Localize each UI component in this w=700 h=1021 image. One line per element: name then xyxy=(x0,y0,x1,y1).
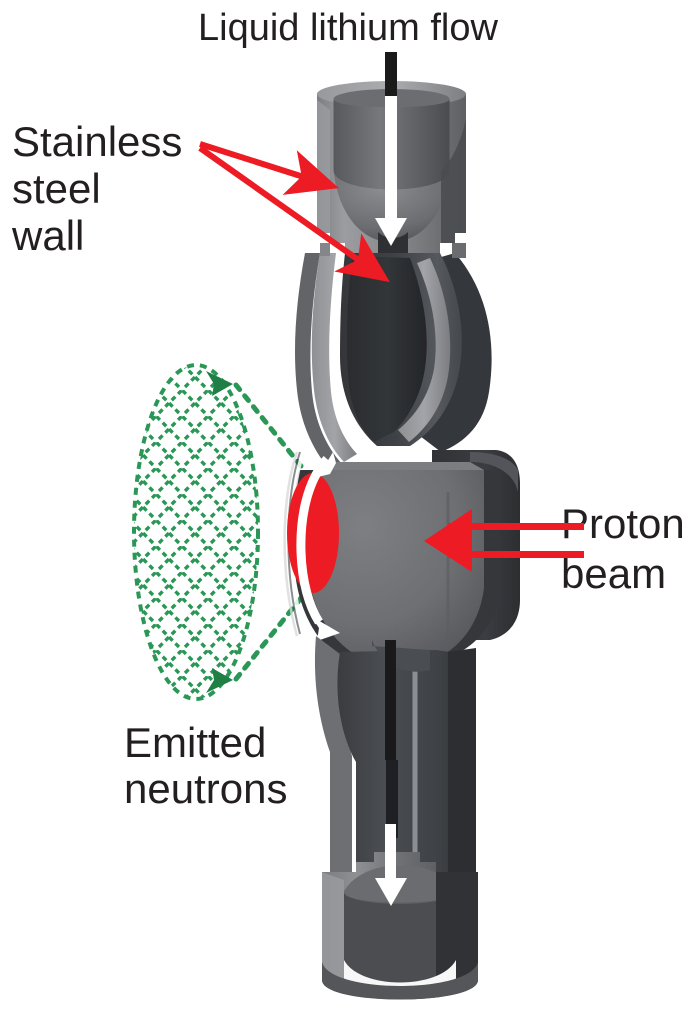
outlet-cup-bore xyxy=(344,892,456,992)
neck-step-left xyxy=(320,243,330,256)
flow-arrowhead-upper xyxy=(375,218,407,246)
stainless-arrow-lower xyxy=(198,145,390,283)
stem-inner-slot xyxy=(386,760,398,838)
label-proton-beam: Proton beam xyxy=(561,500,685,597)
emitted-neutrons-line1: Emitted xyxy=(124,719,266,766)
flow-shaft-top-black xyxy=(385,52,397,98)
stem-left-flank xyxy=(314,636,352,900)
chamber-face xyxy=(304,470,484,658)
neutron-field-outline xyxy=(132,363,260,701)
outlet-cup xyxy=(322,852,478,1000)
proton-beam-arrow xyxy=(424,509,584,572)
target-chamber xyxy=(283,450,520,660)
neck-step-right xyxy=(452,243,466,258)
inlet-cut-face xyxy=(441,118,466,243)
curved-neck xyxy=(294,243,492,470)
neck-outer-left xyxy=(294,253,342,470)
label-stainless-steel-wall: Stainless steel wall xyxy=(11,118,182,259)
stem-body xyxy=(337,650,470,902)
stainless-steel-leader-arrows xyxy=(198,141,390,283)
target-flow-arrow-shaft xyxy=(296,455,331,625)
outlet-cup-cut-face xyxy=(436,872,478,988)
stem-right-face xyxy=(448,648,476,902)
neutron-field-hatch xyxy=(134,365,258,699)
outlet-cup-bottom-arc xyxy=(322,962,478,1000)
inlet-left-wall-highlight xyxy=(317,100,330,233)
stainless-steel-wall-line2: steel xyxy=(12,165,101,212)
flow-arrowhead-lower xyxy=(375,878,407,906)
neck-wall-strip-left xyxy=(311,253,357,462)
chamber-outer-wall-arc xyxy=(283,451,299,637)
label-emitted-neutrons: Emitted neutrons xyxy=(124,719,287,812)
stainless-steel-wall-line3: wall xyxy=(11,212,84,259)
flow-shaft-upper-white xyxy=(385,96,397,226)
outlet-cup-bottom-gap xyxy=(344,960,456,992)
chamber-right-shoulder xyxy=(470,452,518,492)
flow-shaft-mid-black xyxy=(385,640,396,760)
stainless-arrow-upper xyxy=(199,141,339,195)
proton-beam-line-lower xyxy=(448,551,584,558)
chamber-top-shelf xyxy=(316,462,484,470)
target-flow-arrow-group xyxy=(296,452,340,641)
target-flow-arrow-head xyxy=(311,616,340,641)
proton-beam-arrowhead xyxy=(424,509,472,572)
neck-wall-strip-right xyxy=(398,258,451,442)
neutron-arrowhead-bottom xyxy=(206,668,233,693)
outlet-stem xyxy=(314,636,476,902)
neck-lithium-channel xyxy=(346,256,427,442)
neutron-cone-line-upper xyxy=(233,382,304,469)
liquid-lithium-flow-text: Liquid lithium flow xyxy=(198,7,498,49)
flow-shaft-lower-white xyxy=(385,824,396,886)
proton-beam-line-upper xyxy=(448,523,584,530)
neutron-arrowhead-top xyxy=(206,371,233,396)
target-flow-arrow-tail xyxy=(318,452,336,477)
neutron-field-group xyxy=(132,363,304,701)
emitted-neutrons-line2: neutrons xyxy=(124,765,287,812)
lithium-flow-arrow-group xyxy=(375,52,407,906)
label-liquid-lithium-flow: Liquid lithium flow xyxy=(198,7,498,49)
stainless-steel-wall-line1: Stainless xyxy=(12,118,182,165)
outlet-cup-left-step xyxy=(322,872,344,980)
